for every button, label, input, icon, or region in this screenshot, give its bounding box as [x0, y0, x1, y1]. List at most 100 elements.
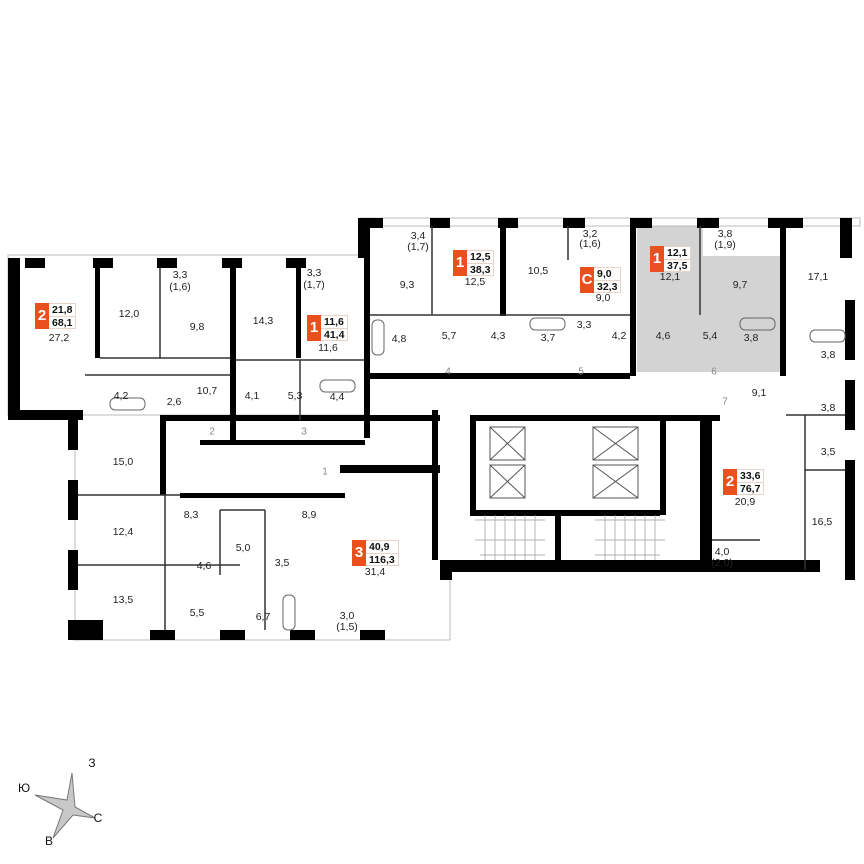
compass-north-label: З — [88, 756, 96, 770]
compass-icon — [34, 772, 96, 839]
total-area: 76,7 — [740, 483, 761, 495]
room-area: 3,3 — [576, 319, 592, 331]
room-area: (1,5) — [336, 621, 358, 633]
total-area: 37,5 — [667, 260, 688, 272]
room-area: 31,4 — [364, 566, 386, 578]
room-area: 3,8 — [820, 402, 836, 414]
bathtubs — [109, 317, 846, 631]
entrance-door-1[interactable]: 1 — [322, 466, 328, 478]
total-area: 116,3 — [369, 554, 395, 566]
total-area: 32,3 — [597, 281, 618, 293]
room-area: 3,8 — [820, 349, 836, 361]
room-area: (2,0) — [711, 557, 733, 569]
room-area: 8,3 — [183, 509, 199, 521]
total-area: 38,3 — [470, 264, 491, 276]
room-area: 20,9 — [734, 496, 756, 508]
living-area: 40,9 — [366, 541, 398, 554]
room-area: 9,8 — [189, 321, 205, 333]
rooms-count: 2 — [723, 469, 737, 495]
entrance-door-4[interactable]: 4 — [445, 366, 451, 378]
room-area: 5,7 — [441, 330, 457, 342]
rooms-count: 2 — [35, 303, 49, 329]
living-area: 21,8 — [49, 304, 76, 317]
room-area: 12,4 — [112, 526, 134, 538]
room-area: 9,7 — [732, 279, 748, 291]
entrance-door-3[interactable]: 3 — [301, 426, 307, 438]
rooms-count: 1 — [453, 250, 467, 276]
living-area: 33,6 — [737, 470, 764, 483]
room-area: 4,3 — [490, 330, 506, 342]
room-area: 3,8 — [717, 228, 733, 240]
living-area: 11,6 — [321, 316, 348, 329]
room-area: 3,2 — [582, 228, 598, 240]
room-area: 8,9 — [301, 509, 317, 521]
room-area: 9,1 — [751, 387, 767, 399]
room-area: 4,6 — [196, 560, 212, 572]
entrance-door-2[interactable]: 2 — [209, 426, 215, 438]
room-area: 17,1 — [807, 271, 829, 283]
entrance-door-5[interactable]: 5 — [578, 366, 584, 378]
room-area: 13,5 — [112, 594, 134, 606]
room-area: 14,3 — [252, 315, 274, 327]
room-area: 3,5 — [820, 446, 836, 458]
room-area: 3,8 — [743, 332, 759, 344]
room-area: 4,0 — [714, 546, 730, 558]
room-area: 4,6 — [655, 330, 671, 342]
room-area: 4,4 — [329, 391, 345, 403]
room-area: (1,9) — [714, 239, 736, 251]
compass-east-label: С — [93, 811, 103, 825]
rooms-count: 1 — [650, 246, 664, 272]
room-area: 3,7 — [540, 332, 556, 344]
room-area: 3,5 — [274, 557, 290, 569]
stairs — [475, 515, 665, 560]
room-area: 27,2 — [48, 332, 70, 344]
compass-west-label: Ю — [17, 781, 31, 795]
room-area: 9,3 — [399, 279, 415, 291]
room-area: 11,6 — [318, 342, 338, 354]
room-area: 16,5 — [811, 516, 833, 528]
room-area: 5,0 — [235, 542, 251, 554]
room-area: 10,7 — [196, 385, 218, 397]
room-area: 10,5 — [527, 265, 549, 277]
elevators — [489, 426, 639, 499]
rooms-count: 1 — [307, 315, 321, 341]
room-area: 3,3 — [172, 269, 188, 281]
rooms-count: 3 — [352, 540, 366, 566]
room-area: 5,5 — [189, 607, 205, 619]
room-area: 12,1 — [659, 271, 681, 283]
room-area: 3,0 — [339, 610, 355, 622]
room-area: 5,3 — [287, 390, 303, 402]
room-area: 4,2 — [611, 330, 627, 342]
room-area: 12,5 — [464, 276, 486, 288]
room-area: (1,7) — [407, 241, 429, 253]
living-area: 9,0 — [594, 268, 621, 281]
walls — [8, 218, 855, 640]
living-area: 12,1 — [664, 247, 691, 260]
rooms-count: С — [580, 267, 594, 293]
room-area: 3,4 — [410, 230, 426, 242]
room-area: 5,4 — [702, 330, 718, 342]
room-area: (1,6) — [169, 281, 191, 293]
entrance-door-6[interactable]: 6 — [711, 366, 717, 378]
room-area: 4,8 — [391, 333, 407, 345]
living-area: 12,5 — [467, 251, 494, 264]
room-area: 4,2 — [113, 390, 129, 402]
room-area: 4,1 — [244, 390, 260, 402]
room-area: 15,0 — [112, 456, 134, 468]
total-area: 41,4 — [324, 329, 345, 341]
room-area: 3,3 — [306, 267, 322, 279]
entrance-door-7[interactable]: 7 — [722, 396, 728, 408]
room-area: 2,6 — [166, 396, 182, 408]
compass-south-label: В — [44, 834, 54, 848]
room-area: 6,7 — [255, 611, 271, 623]
room-area: 12,0 — [118, 308, 140, 320]
total-area: 68,1 — [52, 317, 73, 329]
